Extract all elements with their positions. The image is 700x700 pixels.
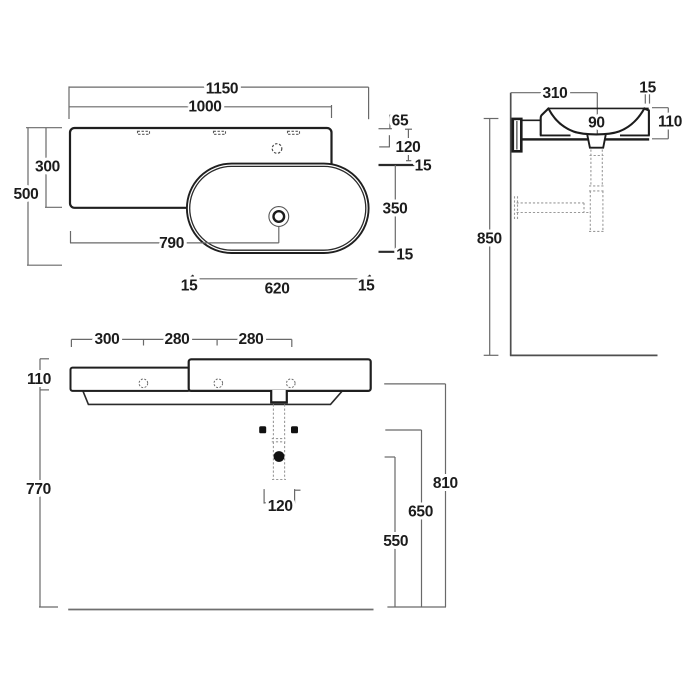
svg-text:350: 350 (383, 201, 408, 218)
svg-text:850: 850 (477, 231, 502, 248)
svg-text:280: 280 (165, 331, 190, 348)
svg-text:110: 110 (658, 114, 682, 131)
svg-text:280: 280 (239, 331, 264, 348)
svg-text:90: 90 (588, 115, 605, 132)
svg-text:620: 620 (265, 280, 290, 297)
svg-text:300: 300 (95, 331, 120, 348)
svg-text:15: 15 (415, 157, 432, 174)
svg-text:810: 810 (433, 475, 458, 492)
svg-text:500: 500 (14, 186, 39, 203)
svg-text:15: 15 (358, 277, 375, 294)
svg-text:300: 300 (35, 158, 60, 175)
svg-text:550: 550 (383, 533, 408, 550)
svg-text:15: 15 (181, 277, 198, 294)
svg-text:1150: 1150 (206, 81, 238, 98)
svg-text:65: 65 (392, 113, 409, 130)
svg-text:650: 650 (408, 504, 433, 521)
svg-text:110: 110 (27, 371, 51, 388)
svg-text:120: 120 (396, 139, 421, 156)
svg-text:1000: 1000 (188, 99, 221, 116)
svg-text:310: 310 (543, 85, 568, 102)
svg-text:790: 790 (159, 235, 184, 252)
svg-text:770: 770 (26, 481, 51, 498)
svg-text:15: 15 (639, 80, 656, 97)
svg-text:15: 15 (396, 247, 413, 264)
svg-text:120: 120 (268, 498, 293, 515)
